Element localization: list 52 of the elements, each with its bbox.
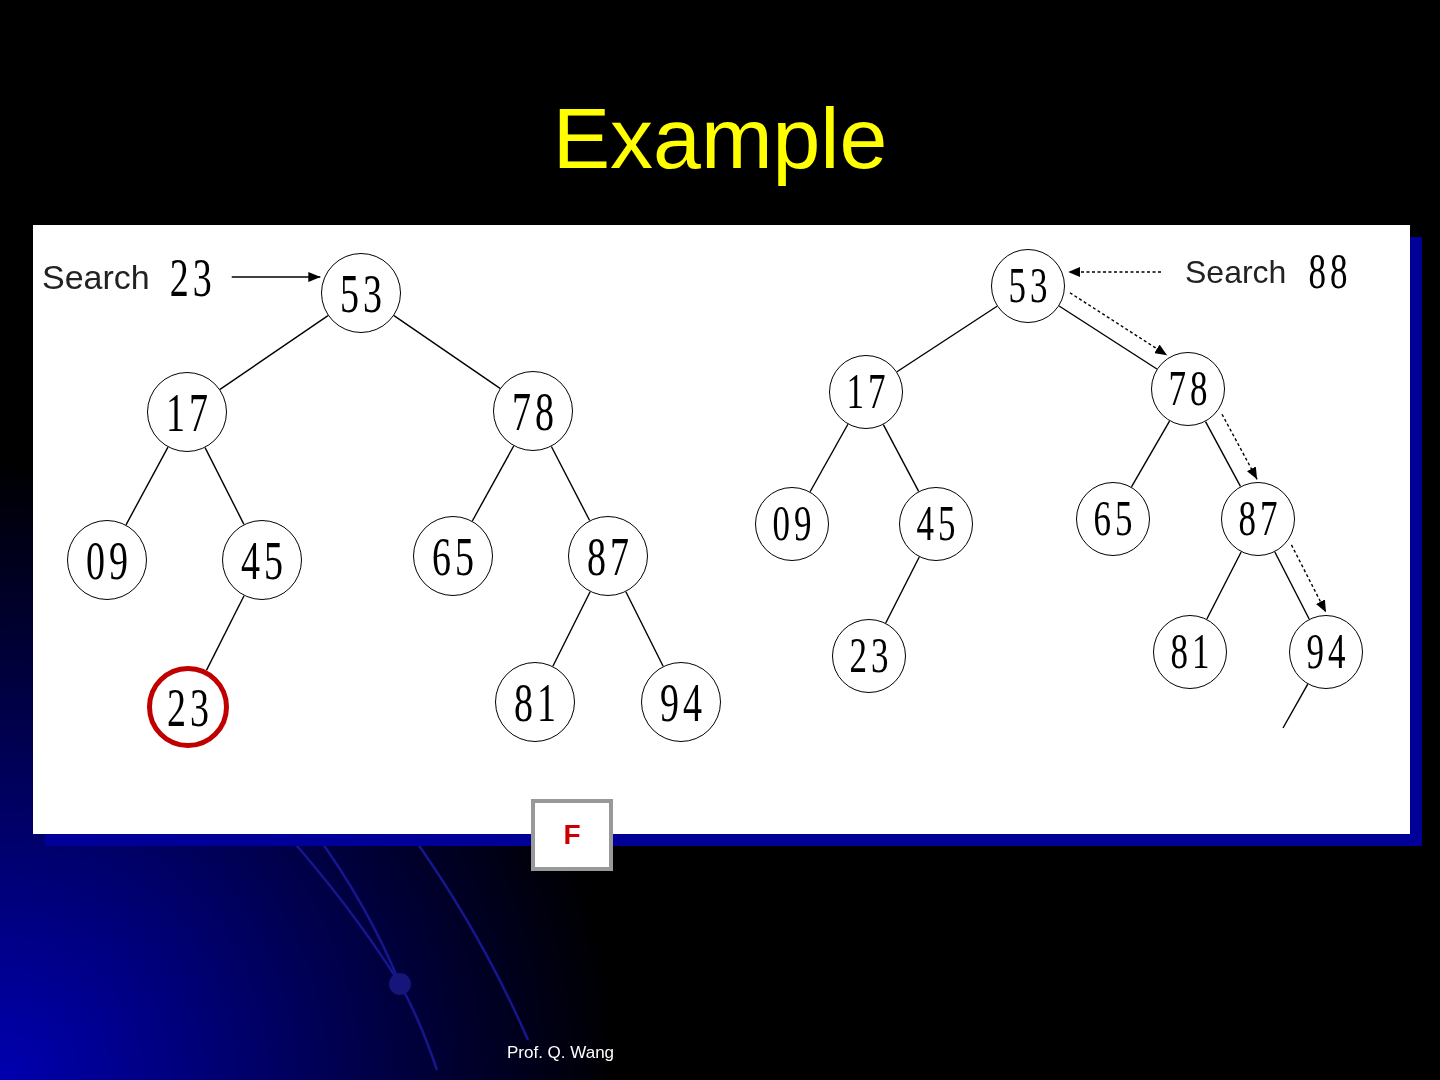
node-value: 53 bbox=[339, 272, 386, 314]
dotted-arrow bbox=[1290, 544, 1327, 614]
tree-edge bbox=[471, 445, 515, 522]
node-value: 23 bbox=[166, 686, 213, 728]
search-key: 23 bbox=[169, 256, 216, 298]
tree-edge bbox=[552, 591, 591, 667]
node-value: 53 bbox=[1007, 266, 1052, 306]
dotted-arrow bbox=[1069, 292, 1168, 356]
slide-title: Example bbox=[552, 89, 888, 188]
search-label: Search bbox=[1185, 256, 1287, 288]
node-value: 81 bbox=[513, 681, 560, 723]
node-value: 87 bbox=[1237, 499, 1282, 539]
tree-edge bbox=[204, 447, 245, 526]
node-value: 09 bbox=[771, 504, 816, 544]
tile-letter: F bbox=[563, 821, 581, 849]
node-value: 87 bbox=[586, 535, 633, 577]
tree-edge bbox=[125, 446, 169, 526]
node-value: 81 bbox=[1169, 632, 1214, 672]
node-value: 78 bbox=[1167, 369, 1212, 409]
arrow bbox=[231, 272, 322, 282]
node-value: 17 bbox=[845, 372, 890, 412]
tree-edge bbox=[809, 423, 849, 493]
node-value: 45 bbox=[915, 504, 960, 544]
node-value: 65 bbox=[1092, 499, 1137, 539]
node-value: 65 bbox=[431, 535, 478, 577]
tree-edge bbox=[205, 595, 245, 672]
tree-edge bbox=[1130, 420, 1171, 488]
dotted-arrow bbox=[1067, 267, 1162, 277]
tree-edge bbox=[1204, 420, 1242, 488]
tree-edge bbox=[885, 556, 920, 624]
tree-edge bbox=[1274, 551, 1310, 620]
tree-edge bbox=[550, 445, 591, 522]
tree-edge bbox=[1282, 683, 1309, 729]
tree-edge bbox=[219, 314, 329, 391]
node-value: 45 bbox=[240, 539, 287, 581]
search-key: 88 bbox=[1308, 252, 1352, 292]
tree-edge bbox=[393, 314, 501, 390]
node-value: 09 bbox=[85, 539, 132, 581]
letter-tile bbox=[531, 799, 613, 871]
node-value: 23 bbox=[848, 636, 893, 676]
tree-edge bbox=[896, 305, 998, 373]
tree-edge bbox=[1058, 305, 1158, 370]
tree-edge bbox=[1206, 551, 1242, 620]
footer-text: Prof. Q. Wang bbox=[507, 1043, 615, 1064]
node-value: 78 bbox=[511, 390, 558, 432]
tree-edge bbox=[882, 424, 920, 492]
dotted-arrow bbox=[1221, 413, 1258, 481]
node-value: 94 bbox=[659, 681, 706, 723]
node-value: 17 bbox=[165, 391, 212, 433]
tree-edge bbox=[625, 591, 664, 667]
search-label: Search bbox=[42, 260, 150, 294]
node-value: 94 bbox=[1305, 632, 1350, 672]
